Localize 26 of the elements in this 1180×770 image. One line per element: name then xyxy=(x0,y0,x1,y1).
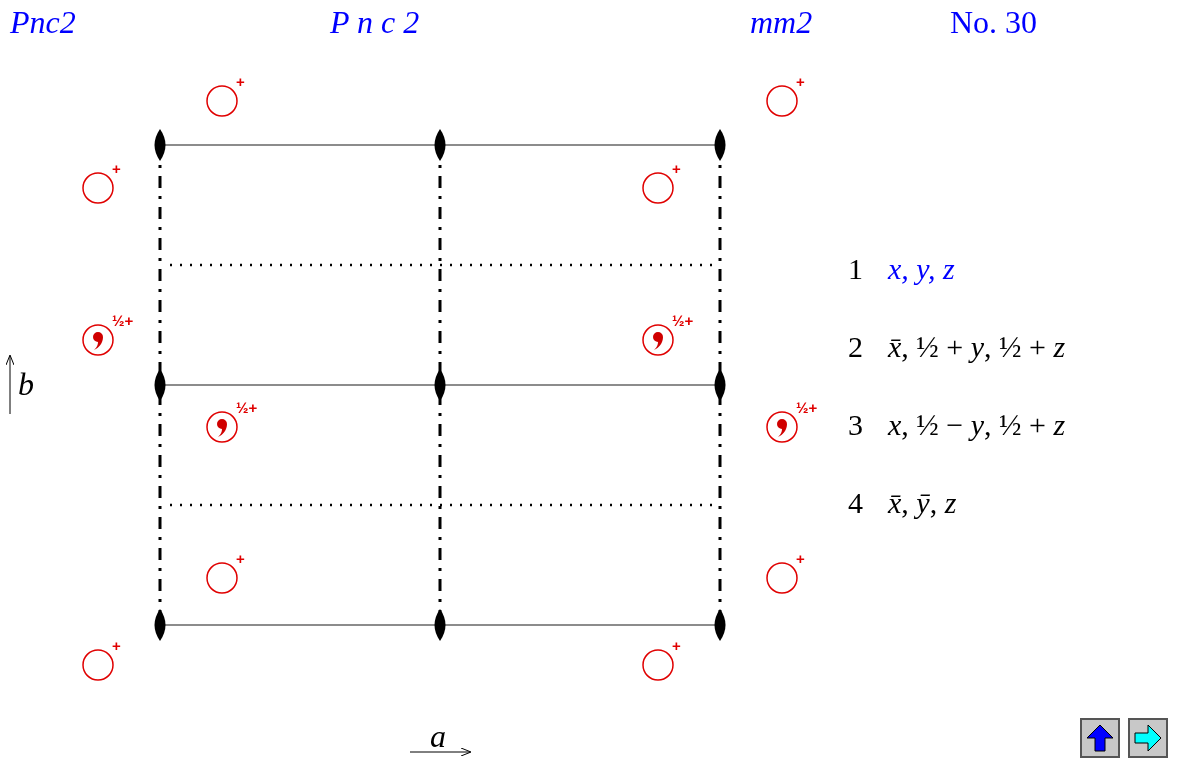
full-symbol: P n c 2 xyxy=(330,3,420,42)
axis-label: b xyxy=(18,365,34,404)
position-number: 4 xyxy=(848,485,863,521)
position-number: 1 xyxy=(848,251,863,287)
height-label: + xyxy=(672,160,681,179)
group-number: No. 30 xyxy=(950,3,1038,42)
position-number: 2 xyxy=(848,329,863,365)
height-label: + xyxy=(236,550,245,569)
axis-label: a xyxy=(430,717,446,756)
height-label: ½+ xyxy=(236,399,258,418)
height-label: + xyxy=(236,73,245,92)
coordinate-triplet: x̄, ½ + y, ½ + z xyxy=(888,329,1066,365)
height-label: ½+ xyxy=(796,399,818,418)
height-label: + xyxy=(112,637,121,656)
position-number: 3 xyxy=(848,407,863,443)
height-label: ½+ xyxy=(672,312,694,331)
height-label: + xyxy=(112,160,121,179)
point-group-symbol: mm2 xyxy=(750,3,813,42)
coordinate-triplet: x̄, ȳ, z xyxy=(888,485,957,521)
height-label: ½+ xyxy=(112,312,134,331)
space-group-symbol: Pnc2 xyxy=(10,3,76,42)
coordinate-triplet: x, y, z xyxy=(888,251,955,287)
height-label: + xyxy=(796,73,805,92)
height-label: + xyxy=(672,637,681,656)
coordinate-triplet: x, ½ − y, ½ + z xyxy=(888,407,1066,443)
height-label: + xyxy=(796,550,805,569)
